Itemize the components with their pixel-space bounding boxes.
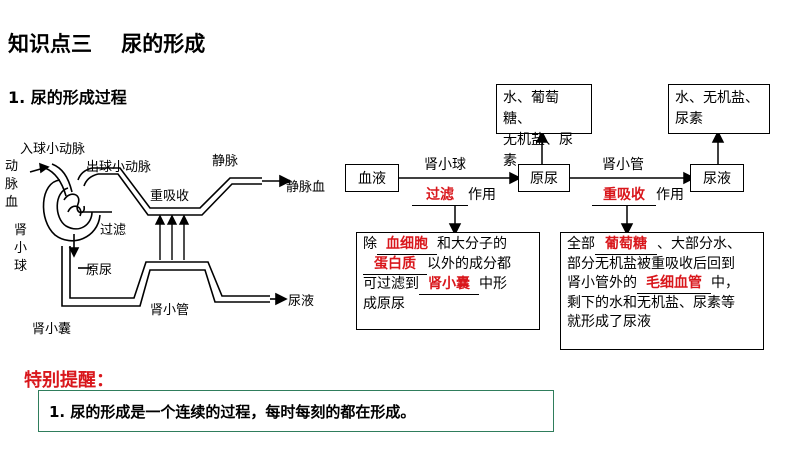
label-urine: 尿液 — [288, 294, 315, 309]
top-box-primary: 水、葡萄糖、 无机盐、尿素 — [496, 84, 592, 169]
page-title: 知识点三 尿的形成 — [8, 32, 206, 56]
note-reabsorption: 全部葡萄糖、大部分水、 部分无机盐被重吸收后回到 肾小管外的毛细血管中， 剩下的… — [560, 232, 764, 350]
label-vein: 静脉 — [212, 154, 239, 169]
note-filtration: 除血细胞和大分子的 蛋白质以外的成分都 可过滤到肾小囊中形 成原尿 — [356, 232, 540, 330]
arrow2-fill: 重吸收 — [592, 186, 656, 206]
note1-text: 可过滤到 — [363, 276, 419, 292]
arrow2-suffix: 作用 — [656, 187, 684, 203]
arrow1-top-label: 肾小球 — [424, 157, 466, 173]
note1-text: 成原尿 — [363, 296, 405, 312]
top-box-urine-line1: 水、无机盐、 — [675, 90, 759, 106]
note2-fill-capillary: 毛细血管 — [637, 274, 711, 294]
note2-text: 剩下的水和无机盐、尿素等 — [567, 295, 735, 311]
label-afferent: 入球小动脉 — [20, 142, 86, 157]
note1-fill-capsule: 肾小囊 — [419, 275, 479, 295]
label-efferent: 出球小动脉 — [86, 160, 152, 175]
label-reabsorb: 重吸收 — [150, 189, 190, 204]
note2-text: 、大部分水、 — [657, 236, 741, 252]
arrow1-caption: 过滤作用 — [412, 184, 496, 206]
node-primary-urine: 原尿 — [518, 164, 570, 192]
note1-fill-protein: 蛋白质 — [363, 255, 427, 275]
note2-text: 中， — [711, 275, 739, 291]
note1-text: 以外的成分都 — [427, 256, 511, 272]
nephron-diagram — [29, 162, 292, 307]
reminder-text: 1. 尿的形成是一个连续的过程，每时每刻的都在形成。 — [49, 402, 416, 421]
label-glomerulus: 肾小球 — [14, 223, 28, 274]
top-box-primary-line2: 无机盐、尿素 — [503, 132, 573, 169]
label-filter: 过滤 — [100, 223, 127, 238]
label-artery: 动脉血 — [5, 159, 19, 210]
node-blood: 血液 — [345, 164, 399, 192]
note1-text: 和大分子的 — [437, 236, 507, 252]
top-box-primary-line1: 水、葡萄糖、 — [503, 90, 559, 127]
reminder-heading: 特别提醒： — [24, 370, 114, 391]
arrow1-fill: 过滤 — [412, 186, 468, 206]
section-subtitle: 1. 尿的形成过程 — [8, 88, 127, 107]
note2-text: 全部 — [567, 236, 595, 252]
node-urine: 尿液 — [690, 164, 744, 192]
label-capsule: 肾小囊 — [32, 322, 72, 337]
note2-text: 部分无机盐被重吸收后回到 — [567, 256, 735, 272]
arrow1-suffix: 作用 — [468, 187, 496, 203]
note1-text: 除 — [363, 236, 377, 252]
note1-text: 中形 — [479, 276, 507, 292]
reminder-box: 1. 尿的形成是一个连续的过程，每时每刻的都在形成。 — [38, 390, 554, 432]
arrow2-top-label: 肾小管 — [602, 157, 644, 173]
note2-fill-glucose: 葡萄糖 — [595, 235, 657, 255]
note2-text: 肾小管外的 — [567, 275, 637, 291]
label-venous-blood: 静脉血 — [286, 180, 326, 195]
note2-text: 就形成了尿液 — [567, 314, 651, 330]
note1-fill-blood-cells: 血细胞 — [377, 235, 437, 255]
top-box-urine: 水、无机盐、 尿素 — [668, 84, 770, 134]
label-primary-urine: 原尿 — [86, 263, 113, 278]
arrow2-caption: 重吸收作用 — [592, 184, 684, 206]
label-tubule: 肾小管 — [150, 303, 190, 318]
top-box-urine-line2: 尿素 — [675, 111, 703, 127]
